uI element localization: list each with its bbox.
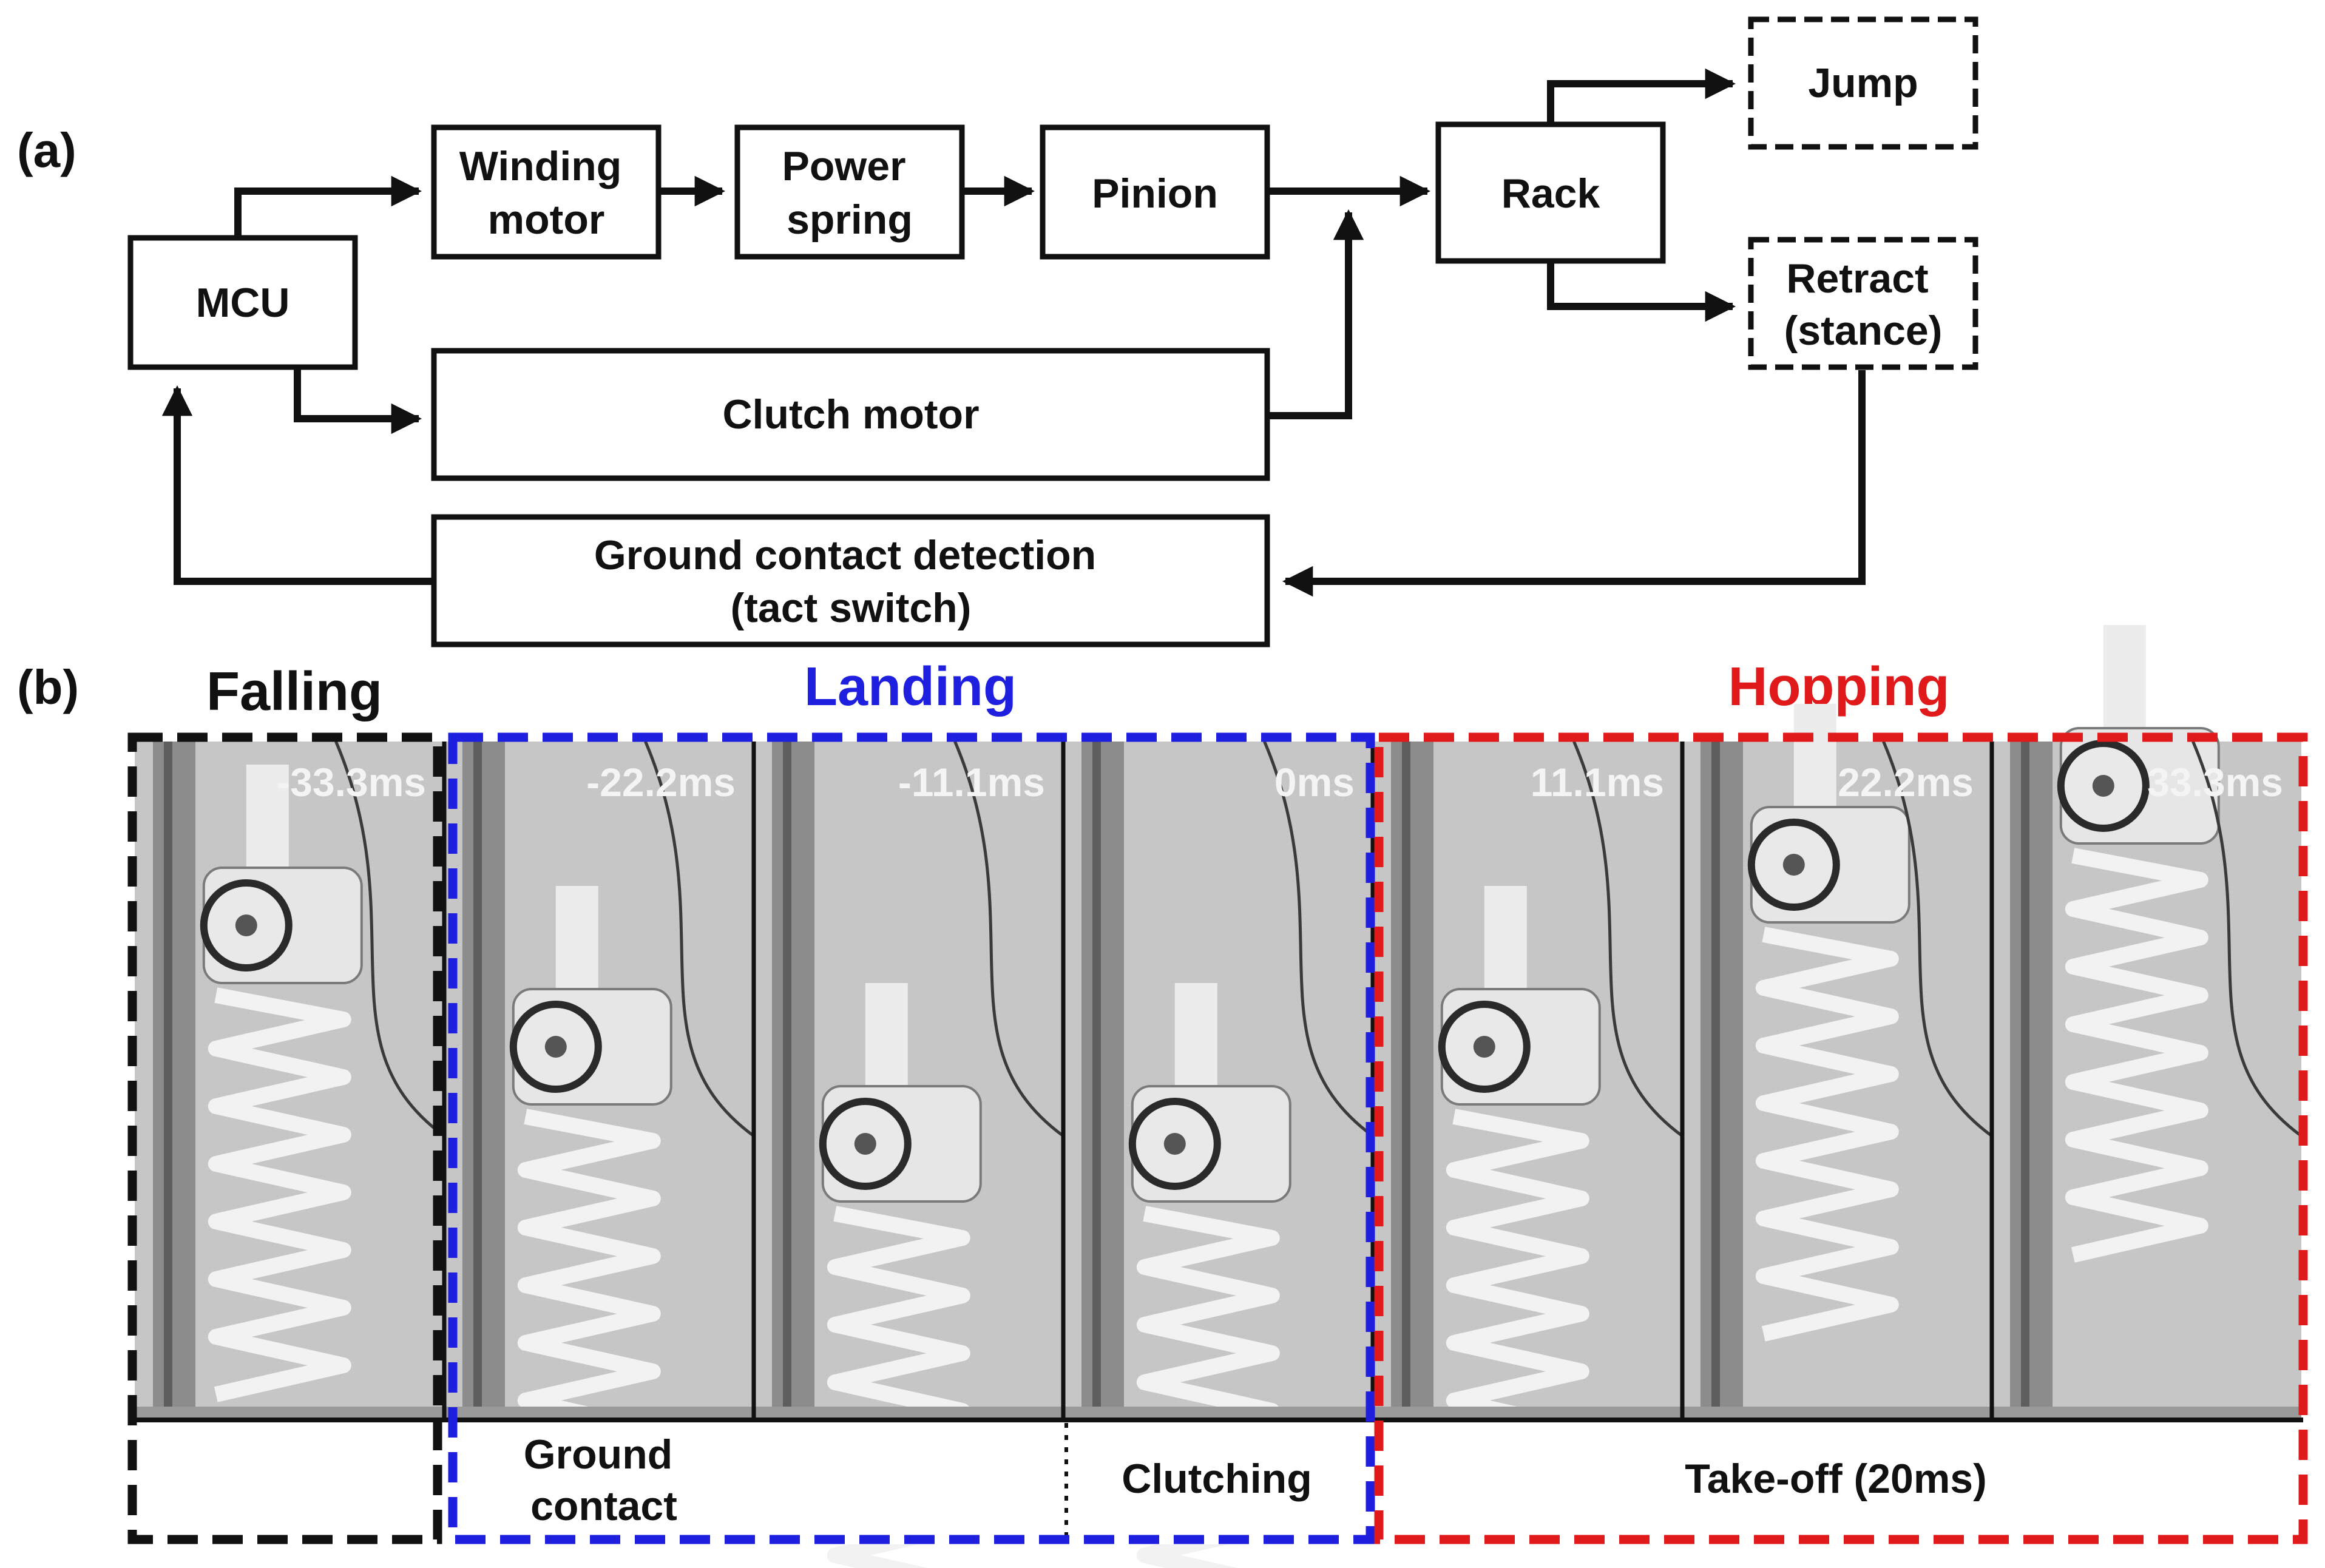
photo-frame: -33.3ms: [135, 741, 445, 1419]
frame-timestamp: 11.1ms: [1531, 760, 1664, 805]
svg-text:Pinion: Pinion: [1092, 171, 1218, 217]
svg-text:MCU: MCU: [196, 280, 290, 326]
phase-title-falling: Falling: [206, 661, 382, 722]
rack-label: Rack: [1501, 171, 1600, 217]
pinion-label: Pinion: [1092, 171, 1218, 217]
clutch-motor-box: Clutch motor: [431, 348, 1270, 481]
frame-timestamp: -22.2ms: [586, 760, 736, 805]
landing-outline: [448, 732, 1375, 1544]
caption-ground-1: Ground: [524, 1431, 673, 1478]
connectors: [161, 68, 1866, 597]
arrow-ground-mcu: [161, 385, 434, 585]
photo-frame: 22.2ms: [1682, 704, 1993, 1419]
retract-label-1: Retract: [1786, 255, 1928, 302]
arrow-mcu-clutch: [294, 367, 422, 434]
arrow-retract-ground: [1282, 370, 1866, 597]
photo-frame: -22.2ms: [444, 741, 755, 1524]
panel-b: (b) Falling Landing Hopping -33.3ms -22.2…: [17, 625, 2308, 1568]
svg-text:Winding motor: Winding motor: [459, 143, 633, 243]
photo-frame: 0ms: [1063, 741, 1374, 1568]
frame-timestamp: 0ms: [1274, 760, 1355, 805]
photo-frame: 33.3ms: [1992, 625, 2303, 1419]
mcu-label: MCU: [196, 280, 290, 326]
frame-timestamp: 22.2ms: [1838, 760, 1974, 805]
winding-motor-box: Winding motor: [431, 124, 662, 260]
jump-box: Jump: [1748, 16, 1978, 150]
arrow-mcu-winding: [234, 175, 422, 238]
caption-row: [134, 1420, 2303, 1544]
winding-label-2: motor: [488, 197, 605, 243]
phase-title-hopping: Hopping: [1728, 657, 1950, 717]
power-spring-box: Power spring: [734, 124, 965, 260]
hopping-outline: [1374, 732, 2308, 1544]
retract-label-2: (stance): [1784, 308, 1943, 354]
svg-text:Retract (stance): Retract (stance): [1784, 255, 1943, 354]
svg-text:Clutch motor: Clutch motor: [722, 391, 979, 438]
ground-label-1: Ground contact detection: [594, 532, 1096, 578]
arrow-rack-retract: [1547, 261, 1736, 322]
arrow-rack-jump: [1547, 68, 1736, 124]
panel-a: (a) MCU Winding motor: [17, 16, 1978, 647]
frame-timestamp: 33.3ms: [2147, 760, 2283, 805]
svg-text:Jump: Jump: [1808, 60, 1918, 106]
svg-text:Ground contact: Ground contact: [524, 1431, 684, 1529]
rack-box: Rack: [1435, 121, 1666, 264]
spring-label-1: Power: [782, 143, 906, 189]
phase-title-landing: Landing: [804, 657, 1017, 717]
svg-text:Power spring: Power spring: [782, 143, 918, 243]
ground-contact-box: Ground contact detection (tact switch): [431, 514, 1270, 647]
panel-b-label: (b): [17, 660, 79, 714]
falling-outline: [127, 732, 442, 1544]
svg-text:Ground contact detection: Ground contact detection (tact switch): [594, 532, 1108, 631]
caption-ground-2: contact: [530, 1483, 677, 1529]
caption-takeoff: Take-off (20ms): [1685, 1456, 1987, 1502]
photo-frame: -11.1ms: [754, 741, 1064, 1568]
arrow-clutch-rack: [1267, 209, 1364, 419]
winding-label-1: Winding: [459, 143, 622, 189]
photo-strip: -33.3ms -22.2ms -11.1ms 0ms 11.1ms 22.2ms 33.3…: [135, 625, 2303, 1568]
ground-label-2: (tact switch): [731, 585, 972, 631]
clutch-label: Clutch motor: [722, 391, 979, 438]
frame-timestamp: -33.3ms: [277, 760, 426, 805]
pinion-box: Pinion: [1040, 124, 1270, 260]
caption-clutching: Clutching: [1122, 1456, 1312, 1502]
jump-label: Jump: [1808, 60, 1918, 106]
frame-timestamp: -11.1ms: [898, 760, 1045, 805]
svg-text:Rack: Rack: [1501, 171, 1600, 217]
mcu-box: MCU: [127, 235, 358, 370]
spring-label-2: spring: [787, 197, 913, 243]
panel-a-label: (a): [17, 123, 76, 177]
photo-frame: 11.1ms: [1373, 741, 1684, 1524]
retract-box: Retract (stance): [1748, 237, 1978, 370]
